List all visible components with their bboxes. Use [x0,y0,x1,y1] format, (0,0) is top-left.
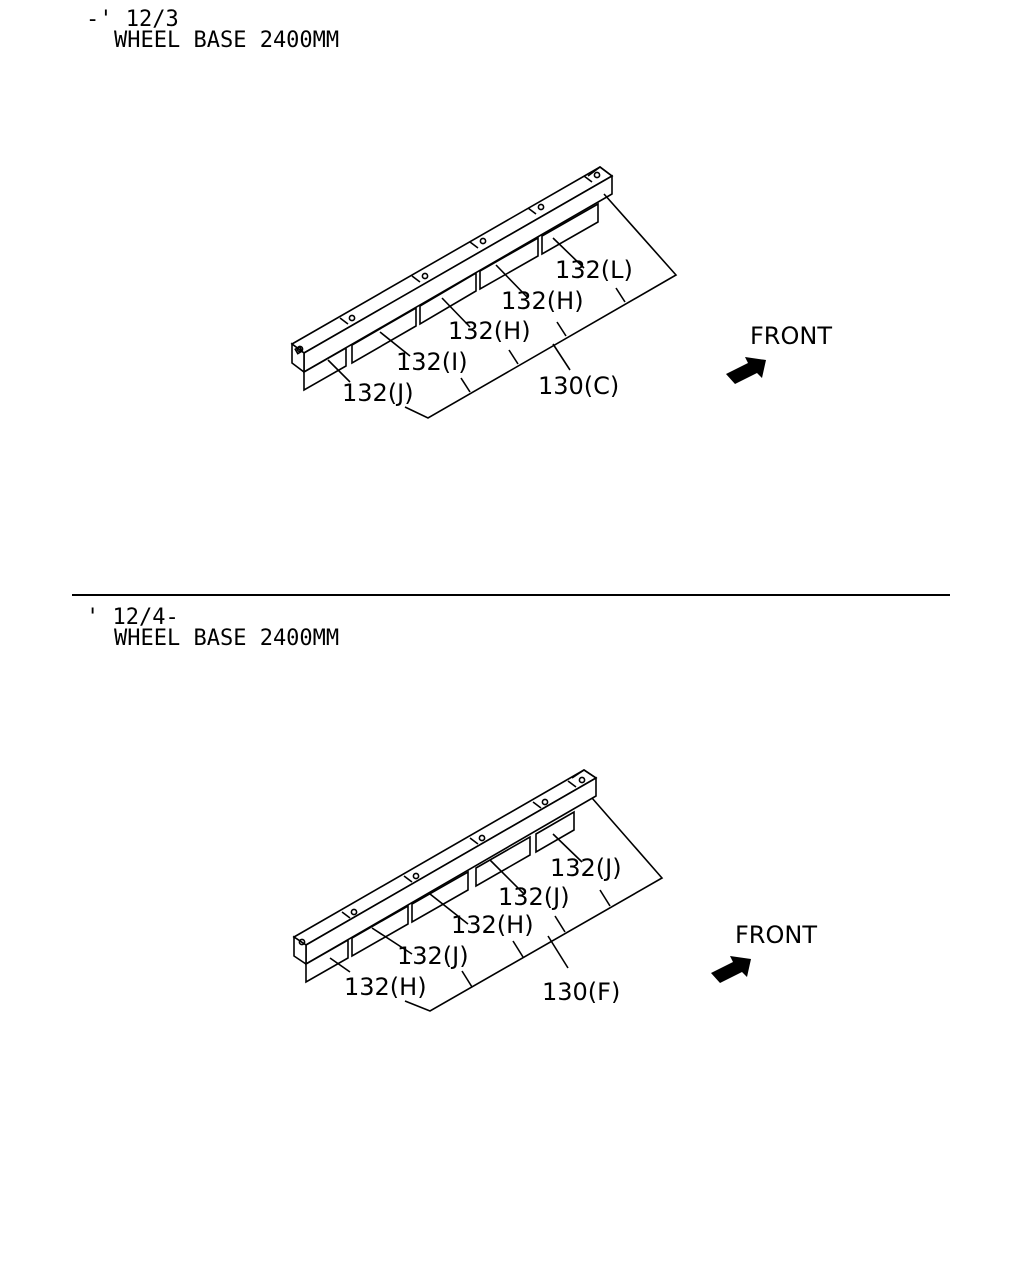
part-label: 132(H) [344,973,427,1001]
part-label: 132(J) [550,854,622,882]
part-label: 132(H) [448,317,531,345]
bracket-132H [411,870,469,924]
bolt-hole-icon [541,798,549,806]
bracket-132J [351,904,409,958]
part-label: 132(J) [397,942,469,970]
bolt-hole-icon [350,908,358,916]
part-label: 132(L) [555,256,633,284]
bolt-hole-icon [593,171,601,179]
model-year-range: -' 12/3 [86,7,179,32]
bracket-132J [475,835,531,888]
bolt-hole-icon [412,872,420,880]
bracket-132J [535,810,575,854]
frame-rail-diagram: 132(L) 132(H) 132(H) 132(I) 132(J) 130(C… [290,166,832,419]
bolt-hole-icon [479,237,487,245]
bracket-132H-a [419,271,477,326]
part-label: 132(J) [342,379,414,407]
bolt-hole-icon [421,272,429,280]
part-label: 130(C) [538,372,619,400]
front-arrow-icon [726,357,766,384]
part-label: 132(J) [498,883,570,911]
wheelbase-label: WHEEL BASE 2400MM [114,28,340,53]
bracket-132H-b [479,236,539,291]
diagram-section-top: -' 12/3 WHEEL BASE 2400MM [0,0,1024,600]
part-label: 132(H) [501,287,584,315]
bolt-hole-icon [537,203,545,211]
bolt-hole-icon [478,834,486,842]
part-label: 130(F) [542,978,620,1006]
part-label: 132(I) [396,348,468,376]
frame-rail-diagram: 132(J) 132(J) 132(H) 132(J) 132(H) 130(F… [292,769,817,1012]
front-label: FRONT [750,322,832,350]
section-divider [72,594,950,596]
front-arrow-icon [711,956,751,983]
bolt-hole-icon [578,776,586,784]
front-label: FRONT [735,921,817,949]
model-year-range: ' 12/4- [86,605,179,630]
bolt-hole-icon [298,938,306,946]
bracket-132H [305,938,349,984]
bracket-132J [303,346,347,392]
part-label: 132(H) [451,911,534,939]
bolt-hole-icon [296,345,304,353]
bolt-hole-icon [348,314,356,322]
wheelbase-label: WHEEL BASE 2400MM [114,626,340,651]
diagram-section-bottom: ' 12/4- WHEEL BASE 2400MM [0,598,1024,1198]
